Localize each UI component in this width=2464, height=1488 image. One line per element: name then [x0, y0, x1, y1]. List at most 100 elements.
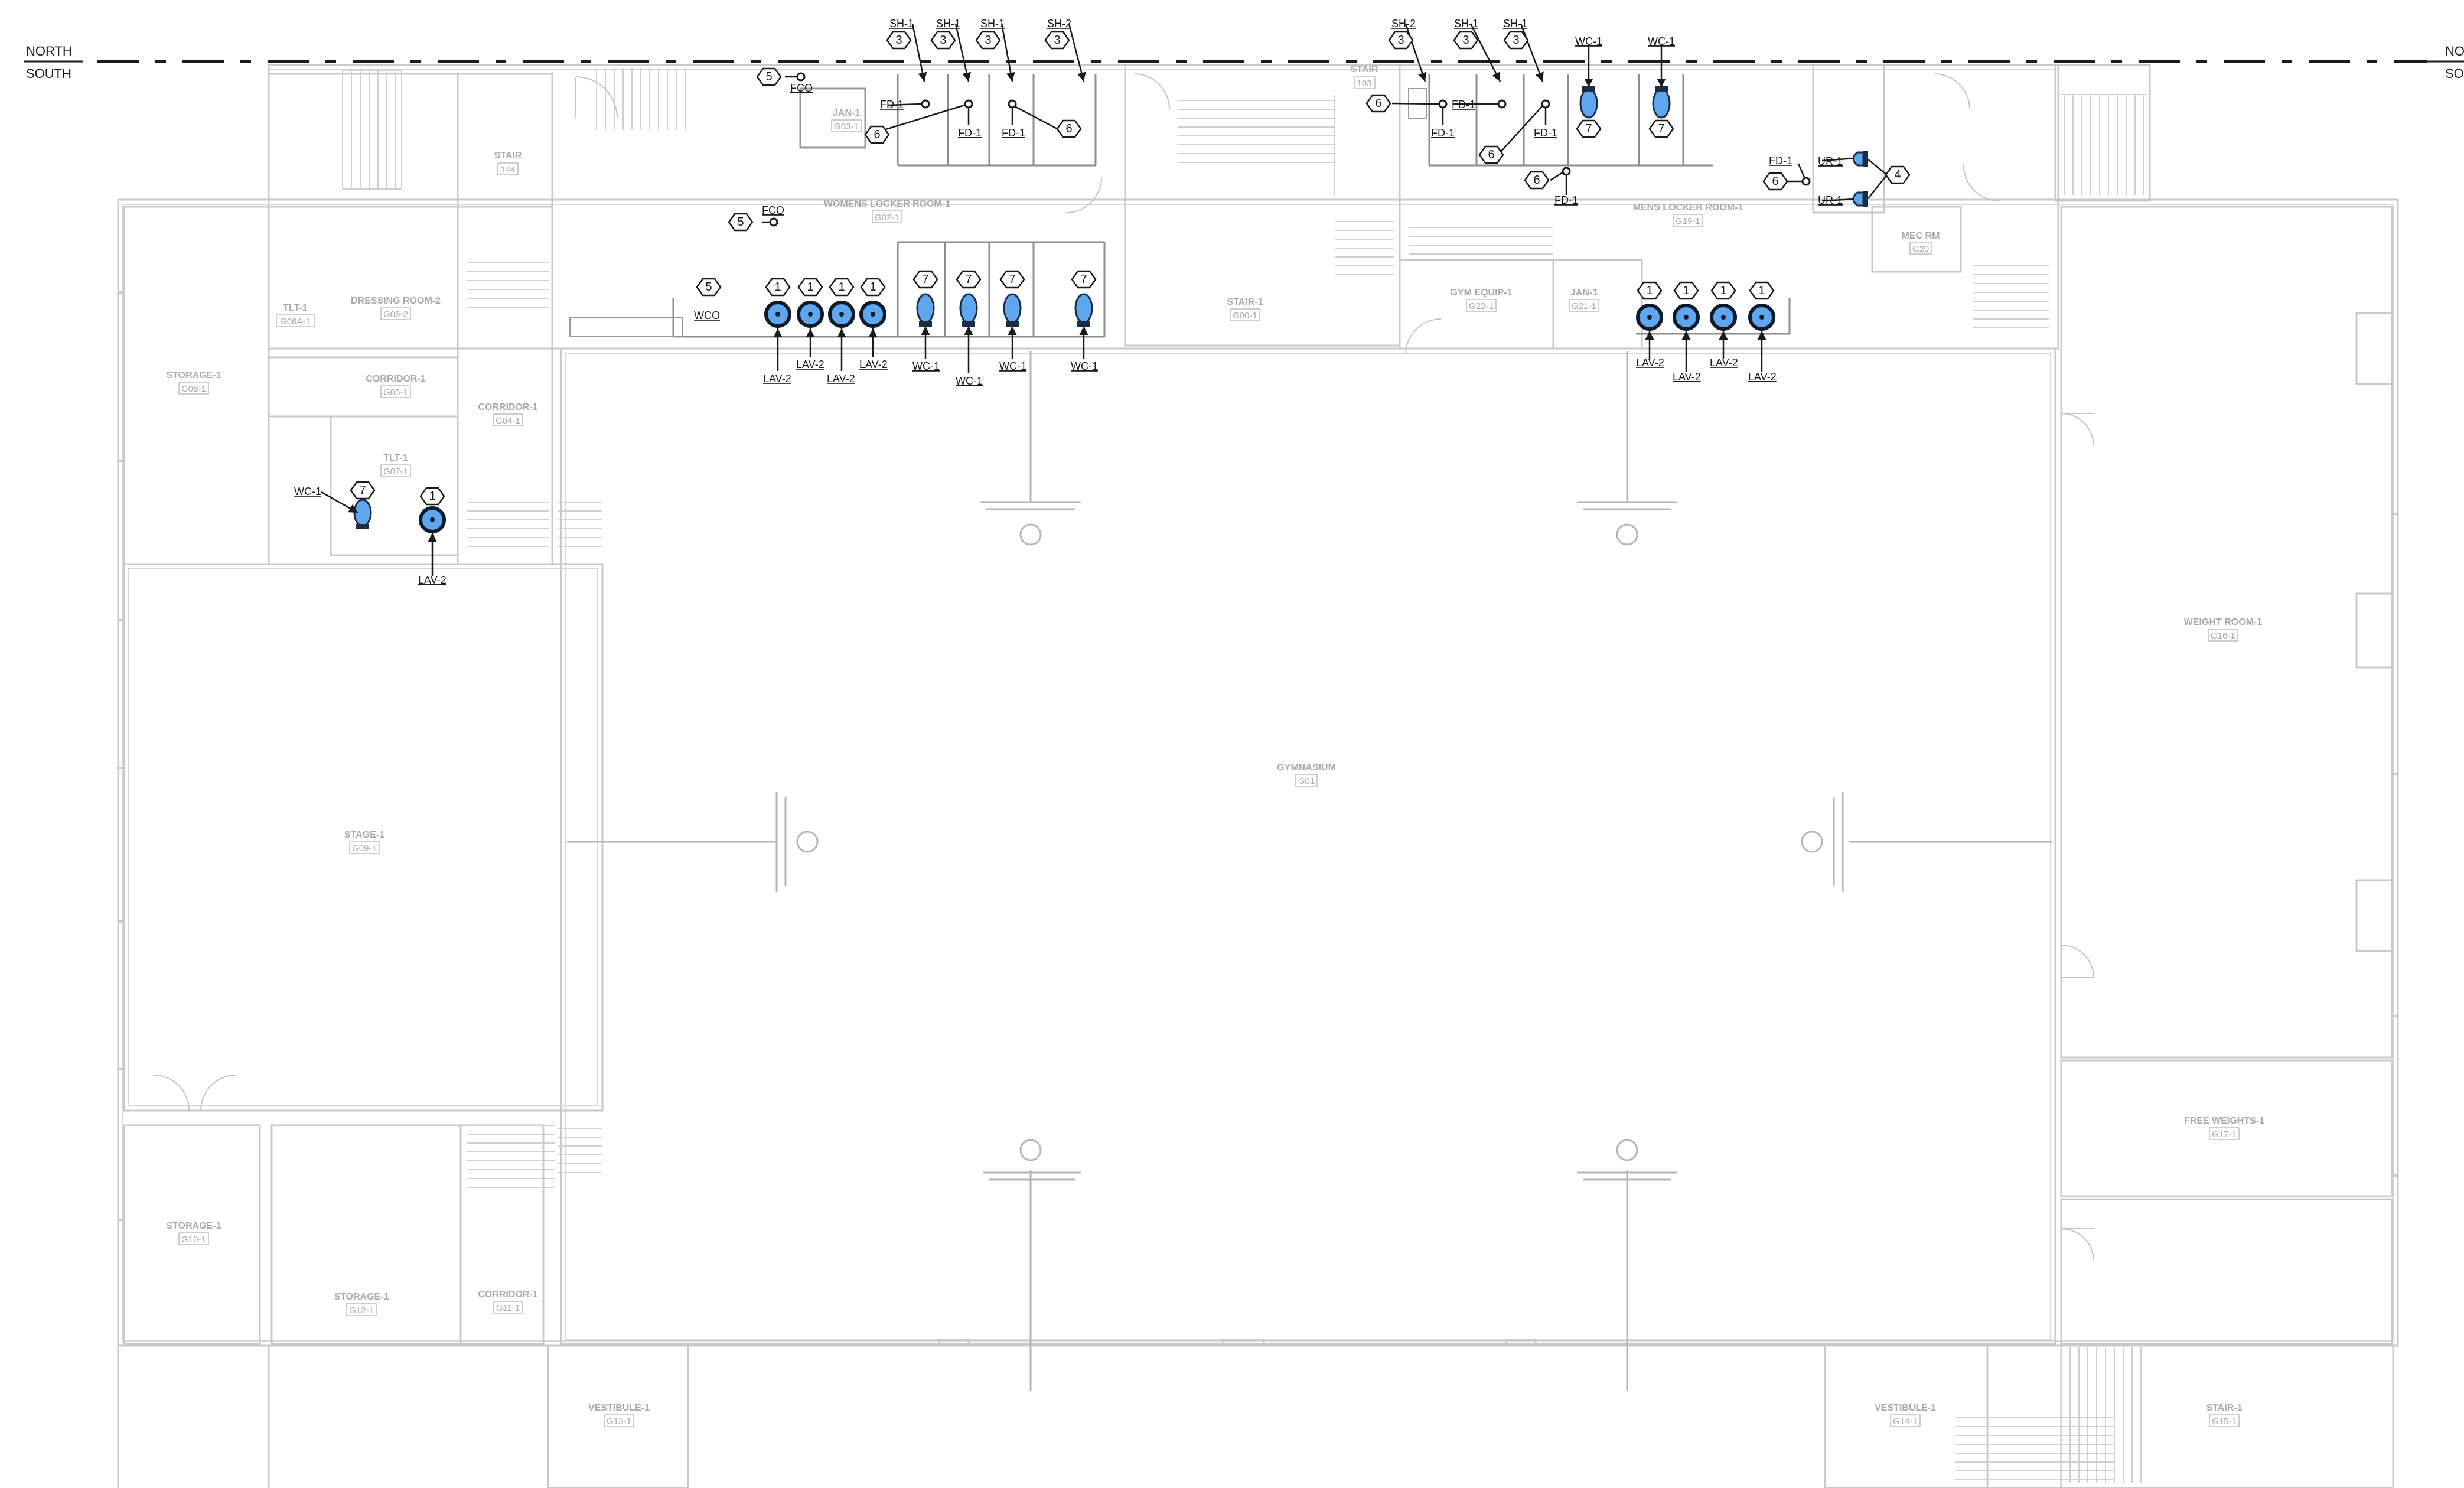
lavatory-icon[interactable]	[1748, 304, 1775, 331]
svg-text:G06A-1: G06A-1	[280, 317, 311, 327]
room-label-dressing: DRESSING ROOM-2 G06-2	[351, 296, 441, 320]
lavatory-icon[interactable]	[419, 506, 446, 533]
room-label-corridor-g11: CORRIDOR-1 G11-1	[478, 1290, 538, 1314]
tag-sh1: SH-1	[1454, 18, 1478, 30]
svg-text:MEC RM: MEC RM	[1902, 231, 1940, 241]
south-label-left: SOUTH	[26, 66, 71, 81]
svg-text:DRESSING ROOM-2: DRESSING ROOM-2	[351, 296, 441, 306]
tag-wc1: WC-1	[1648, 35, 1675, 47]
svg-text:G04-1: G04-1	[496, 416, 520, 426]
tag-fd1: FD-1	[1452, 99, 1475, 110]
water-closet-icon[interactable]	[353, 499, 372, 529]
svg-text:CORRIDOR-1: CORRIDOR-1	[478, 402, 537, 412]
door-swings	[153, 73, 2094, 1262]
water-closet-icon[interactable]	[1652, 86, 1671, 119]
svg-text:7: 7	[359, 484, 366, 497]
lavatory-icon[interactable]	[797, 301, 824, 328]
lavatory-icon[interactable]	[859, 301, 886, 328]
cleanout-icon	[769, 72, 806, 227]
leader-lines	[321, 23, 1888, 576]
room-label-storage-g12: STORAGE-1 G12-1	[334, 1292, 389, 1316]
water-closet-icon[interactable]	[1074, 293, 1093, 327]
svg-text:G16-1: G16-1	[2211, 631, 2235, 641]
water-closet-icon[interactable]	[916, 293, 935, 327]
tag-lav2: LAV-2	[827, 373, 855, 385]
svg-text:TLT-1: TLT-1	[383, 453, 408, 463]
water-closet-icon[interactable]	[1003, 293, 1022, 327]
svg-text:6: 6	[1488, 148, 1494, 161]
svg-text:1: 1	[869, 281, 876, 294]
tag-fd1: FD-1	[1534, 127, 1557, 139]
svg-text:6: 6	[1375, 97, 1381, 110]
tag-lav2: LAV-2	[796, 359, 824, 370]
room-label-stair-144: STAIR 144	[494, 151, 522, 175]
svg-text:7: 7	[922, 273, 928, 286]
south-label-right: SO	[2445, 66, 2464, 81]
room-label-mec-rm: MEC RM G20	[1902, 231, 1940, 255]
svg-text:STORAGE-1: STORAGE-1	[166, 370, 221, 380]
svg-text:6: 6	[1772, 175, 1778, 188]
svg-text:STORAGE-1: STORAGE-1	[166, 1221, 221, 1231]
water-closet-icon[interactable]	[959, 293, 978, 327]
urinal-icon[interactable]	[1852, 151, 1868, 167]
room-label-mens-locker: MENS LOCKER ROOM-1 G19-1	[1633, 203, 1743, 227]
svg-text:3: 3	[1397, 34, 1404, 47]
svg-text:GYMNASIUM: GYMNASIUM	[1277, 763, 1336, 773]
stairs	[342, 68, 2147, 1483]
svg-text:5: 5	[705, 281, 712, 294]
svg-text:G20: G20	[1912, 244, 1929, 254]
lavatory-icon[interactable]	[1636, 304, 1663, 331]
room-label-tlt-g07: TLT-1 G07-1	[380, 453, 411, 477]
svg-text:103: 103	[1357, 79, 1371, 89]
tag-wc1: WC-1	[912, 360, 940, 372]
svg-text:3: 3	[1462, 34, 1469, 47]
room-label-storage-g08: STORAGE-1 G08-1	[166, 370, 221, 395]
svg-text:3: 3	[940, 34, 946, 47]
svg-text:G02-1: G02-1	[875, 213, 899, 223]
svg-text:G08-1: G08-1	[181, 384, 206, 394]
building-walls	[117, 64, 2399, 1488]
room-label-vestibule-g14: VESTIBULE-1 G14-1	[1875, 1403, 1936, 1427]
tag-lav2: LAV-2	[1636, 357, 1664, 369]
toilet-partitions	[569, 74, 1791, 338]
svg-text:STAGE-1: STAGE-1	[344, 830, 384, 840]
lavatory-icon[interactable]	[1673, 304, 1700, 331]
tag-wc1: WC-1	[1071, 360, 1098, 372]
svg-text:G07-1: G07-1	[383, 467, 408, 477]
tag-fco: FCO	[790, 82, 813, 94]
lavatory-icon[interactable]	[828, 301, 855, 328]
svg-text:3: 3	[1513, 34, 1519, 47]
tag-sh1: SH-1	[889, 18, 914, 30]
tag-lav2: LAV-2	[763, 373, 791, 385]
room-label-corridor-g05: CORRIDOR-1 G05-1	[366, 374, 426, 398]
svg-text:3: 3	[895, 34, 902, 47]
svg-text:G17-1: G17-1	[2212, 1129, 2237, 1139]
tag-ur1: UR-1	[1818, 155, 1843, 167]
fixture-tags: SH-1 SH-1 SH-1 SH-2 FCO FD-1 FD-1 FD-1 F…	[294, 18, 1843, 586]
lavatory-icon[interactable]	[1710, 304, 1737, 331]
svg-text:WEIGHT ROOM-1: WEIGHT ROOM-1	[2184, 617, 2263, 627]
tag-fd1: FD-1	[880, 99, 904, 110]
svg-text:G01: G01	[1298, 776, 1315, 786]
svg-text:7: 7	[1658, 122, 1664, 135]
svg-text:G11-1: G11-1	[496, 1303, 520, 1313]
svg-text:STAIR: STAIR	[494, 151, 522, 161]
lavatory-icon[interactable]	[764, 301, 791, 328]
svg-text:TLT-1: TLT-1	[283, 303, 308, 313]
svg-text:1: 1	[1758, 284, 1765, 297]
tag-sh2: SH-2	[1391, 18, 1416, 30]
svg-text:STAIR-1: STAIR-1	[2206, 1403, 2242, 1413]
svg-text:VESTIBULE-1: VESTIBULE-1	[1875, 1403, 1936, 1413]
svg-text:7: 7	[1080, 273, 1087, 286]
tag-fd1: FD-1	[958, 127, 982, 139]
svg-text:5: 5	[765, 70, 772, 83]
svg-text:G06-2: G06-2	[383, 310, 408, 320]
water-closet-icon[interactable]	[1579, 86, 1598, 119]
svg-text:144: 144	[500, 165, 515, 175]
urinal-icon[interactable]	[1852, 191, 1868, 207]
tag-wco: WCO	[694, 310, 720, 321]
svg-text:7: 7	[1585, 122, 1592, 135]
tag-wc1: WC-1	[956, 375, 983, 387]
floor-drain-icon	[921, 99, 1811, 186]
svg-text:G14-1: G14-1	[1893, 1417, 1918, 1427]
